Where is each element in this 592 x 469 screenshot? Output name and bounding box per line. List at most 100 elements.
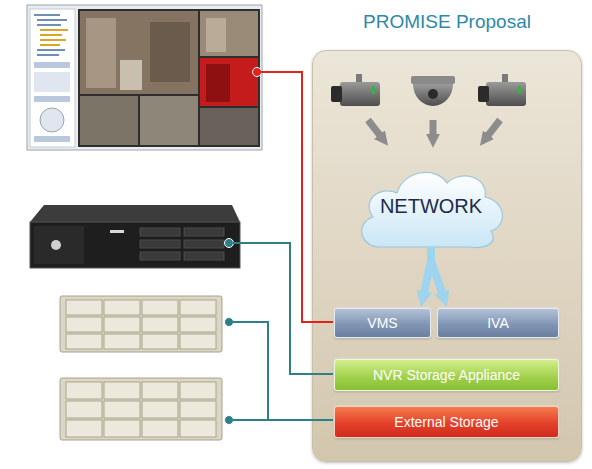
- drive-bay: [140, 228, 180, 236]
- tree-item: [40, 34, 62, 36]
- drive-bay: [66, 382, 102, 399]
- drive-bay: [180, 420, 216, 437]
- flow-arrow: [431, 247, 443, 296]
- box-label: External Storage: [394, 414, 498, 430]
- camera-stripe: [518, 86, 521, 94]
- nvr-appliance: [30, 205, 240, 268]
- drive-bay: [104, 420, 140, 437]
- dome-shell: [413, 84, 453, 106]
- connection-dot: [253, 68, 262, 77]
- tree-item: [37, 24, 61, 26]
- camera-lens: [478, 86, 489, 102]
- video-scene: [206, 64, 230, 102]
- tree-item: [37, 19, 67, 21]
- cloud-label: NETWORK: [353, 195, 509, 218]
- vms-screenshot: [27, 5, 262, 150]
- box-camera: [478, 74, 526, 106]
- vms-wire: [261, 72, 333, 322]
- drive-bay: [140, 240, 180, 248]
- storage-box: NVR Storage Appliance: [334, 359, 559, 391]
- drive-bay: [66, 300, 102, 315]
- drive-bay: [180, 300, 216, 315]
- drive-bay: [142, 382, 178, 399]
- tree-item: [34, 14, 60, 16]
- video-tile-highlight: [200, 58, 258, 106]
- storage-array: [60, 378, 234, 440]
- tree-item: [40, 44, 60, 46]
- tree-item: [40, 39, 66, 41]
- tree-item: [40, 29, 68, 31]
- drive-bay: [66, 401, 102, 418]
- camera-mount: [356, 74, 362, 82]
- drive-bay: [180, 317, 216, 332]
- drive-bay: [142, 401, 178, 418]
- storage-wire: [233, 419, 333, 421]
- array-chassis: [60, 296, 222, 352]
- video-tile: [80, 96, 138, 145]
- network-cloud: NETWORK: [353, 161, 509, 249]
- tree-item: [37, 54, 59, 56]
- tree-item: [34, 72, 70, 92]
- drive-bays: [66, 300, 216, 349]
- appliance-panel: [34, 226, 84, 264]
- drive-bays: [66, 382, 216, 437]
- software-box: IVA: [437, 308, 559, 338]
- power-button: [51, 240, 61, 250]
- connection-dot: [225, 239, 234, 248]
- drive-bay: [140, 252, 180, 260]
- ptz-control: [40, 108, 64, 132]
- array-chassis: [60, 378, 222, 440]
- connection-dot: [225, 416, 234, 425]
- proposal-panel: NETWORK VMS IVA NVR Storage ApplianceExtern…: [312, 50, 582, 462]
- drive-bay: [184, 228, 224, 236]
- software-box: VMS: [334, 308, 431, 338]
- appliance-top: [30, 205, 240, 222]
- box-camera: [331, 74, 380, 106]
- video-tile: [80, 11, 198, 94]
- tree-item: [34, 136, 70, 142]
- video-tile: [140, 96, 198, 145]
- drive-bay: [180, 401, 216, 418]
- storage-box: External Storage: [334, 406, 559, 438]
- drive-bay: [104, 317, 140, 332]
- camera-mount: [502, 74, 508, 82]
- camera-body: [340, 82, 380, 106]
- box-label: IVA: [487, 315, 509, 331]
- video-tile: [200, 11, 258, 56]
- camera-arrow: [368, 120, 382, 138]
- connection-dot: [225, 318, 234, 327]
- nvr-wire: [233, 243, 333, 374]
- drive-bay: [104, 300, 140, 315]
- camera-stripe: [372, 86, 375, 94]
- video-scene: [120, 60, 142, 90]
- drive-bay: [104, 401, 140, 418]
- drive-bay: [66, 317, 102, 332]
- drive-bay: [184, 240, 224, 248]
- drive-bay: [180, 382, 216, 399]
- dome-camera: [411, 76, 455, 106]
- dome-lens: [428, 89, 438, 99]
- tree-item: [34, 96, 70, 102]
- storage-wire: [233, 322, 268, 420]
- camera-arrow: [486, 120, 500, 138]
- drive-bays: [140, 228, 224, 260]
- dome-base: [411, 76, 455, 84]
- drive-bay: [142, 317, 178, 332]
- box-label: VMS: [367, 315, 397, 331]
- drive-bay: [66, 420, 102, 437]
- video-area: [78, 9, 260, 147]
- drive-bay: [142, 334, 178, 349]
- drive-bay: [184, 252, 224, 260]
- tree-item: [34, 62, 70, 68]
- drive-bay: [180, 334, 216, 349]
- brand-mark: [110, 230, 124, 233]
- window-frame: [27, 5, 262, 150]
- video-tile: [200, 108, 258, 145]
- box-label: NVR Storage Appliance: [373, 367, 520, 383]
- drive-bay: [142, 420, 178, 437]
- tree-items: [34, 14, 70, 142]
- panel-heading: PROMISE Proposal: [313, 11, 581, 33]
- tree-pane: [30, 9, 75, 147]
- tree-item: [37, 49, 65, 51]
